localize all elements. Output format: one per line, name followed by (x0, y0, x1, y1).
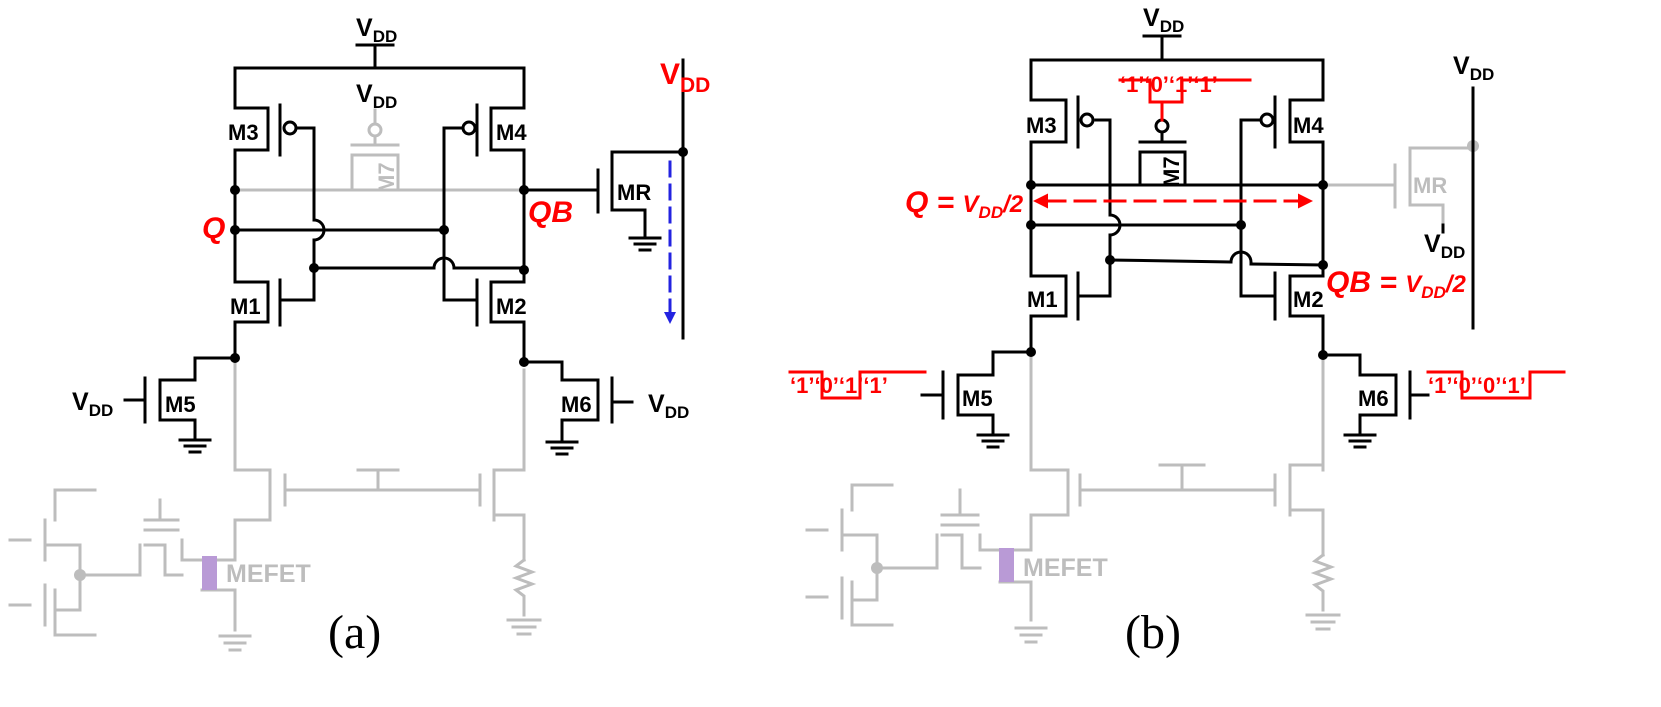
mefet-element-a (202, 556, 217, 590)
m3-bubble-a (282, 120, 298, 136)
latch-wires-b (920, 34, 1475, 449)
latch-wires-a (123, 43, 685, 456)
m6-label-a: M6 (561, 392, 592, 417)
m7-waveform-b (1118, 78, 1252, 104)
mr-label-b: MR (1413, 173, 1447, 198)
m6-label-b: M6 (1358, 386, 1389, 411)
vdd-top-b: VDD (1143, 4, 1184, 36)
m5-label-b: M5 (962, 386, 993, 411)
m4-label-b: M4 (1293, 113, 1324, 138)
m5-label-a: M5 (165, 392, 196, 417)
m4-label-a: M4 (496, 120, 527, 145)
vdd-m5-a: VDD (72, 388, 113, 420)
q-label-a: Q (202, 212, 225, 245)
m1-label-a: M1 (230, 294, 261, 319)
m7-label-a: M7 (374, 162, 399, 193)
mr-label-a: MR (617, 180, 651, 205)
m7-bubble-b (1154, 118, 1170, 134)
nodes-a (230, 147, 688, 367)
vdd-m6-a: VDD (648, 390, 689, 422)
m3-label-a: M3 (228, 120, 259, 145)
m2-label-b: M2 (1293, 287, 1324, 312)
caption-b: (b) (1125, 606, 1181, 659)
faded-node-a (74, 569, 86, 581)
vdd-right-a: VDD (660, 58, 710, 97)
vdd-right-bottom-b: VDD (1424, 230, 1465, 262)
mefet-label-a: MEFET (226, 560, 311, 588)
m4-bubble-a (461, 120, 477, 136)
m2-label-a: M2 (496, 294, 527, 319)
faded-m7-a (233, 133, 526, 192)
vdd-right-top-b: VDD (1453, 52, 1494, 84)
m5-seq-b: ‘1’‘0’‘1’‘1’ (790, 373, 888, 398)
caption-a: (a) (328, 606, 381, 659)
qb-eq-label-b: QB = VDD/2 (1326, 266, 1466, 302)
m7-seq-b: ‘1’‘0’‘1’‘1’ (1120, 72, 1218, 97)
mefet-label-b: MEFET (1023, 554, 1108, 582)
m3-label-b: M3 (1026, 113, 1057, 138)
m6-waveform-b (1426, 370, 1566, 400)
qb-label-a: QB (528, 196, 573, 229)
panel-b: MEFET MR (788, 4, 1566, 659)
nodes-b (1026, 180, 1328, 360)
vdd-top-a: VDD (356, 14, 397, 46)
m7-label-b: M7 (1159, 156, 1184, 187)
m4-bubble-b (1259, 112, 1275, 128)
mefet-element-b (999, 548, 1014, 582)
panel-a: MEFET M7 (8, 14, 710, 659)
m7-bubble-a (367, 122, 383, 138)
m1-label-b: M1 (1027, 287, 1058, 312)
faded-readout-circuit-b (805, 146, 1475, 644)
vdd-m7-a: VDD (356, 80, 397, 112)
m3-bubble-b (1079, 112, 1095, 128)
faded-node-b (871, 562, 883, 574)
m5-waveform-b (788, 370, 927, 400)
m6-seq-b: ‘1’‘0’‘0’‘1’ (1428, 373, 1526, 398)
q-eq-label-b: Q = VDD/2 (905, 186, 1024, 222)
